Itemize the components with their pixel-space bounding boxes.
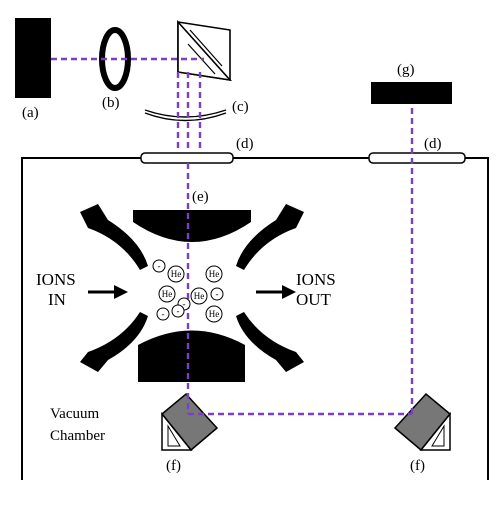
helium-atom: He (167, 265, 185, 283)
electron: - (152, 259, 166, 273)
window-d-left (140, 152, 234, 164)
source-block-a (15, 18, 51, 98)
chamber-label-line2: Chamber (50, 428, 105, 444)
particles: He He He He He - - - (152, 259, 224, 323)
window-d-right (368, 152, 466, 164)
ions-in-label-line1: IONS (36, 270, 76, 289)
ions-in-arrow (88, 285, 128, 299)
helium-label: He (171, 269, 182, 279)
label-b: (b) (102, 95, 120, 111)
vacuum-chamber-wall (21, 157, 489, 480)
label-e: (e) (192, 189, 209, 205)
lens-c (144, 109, 227, 122)
laser-beam-paths (51, 57, 414, 416)
electron: - (156, 307, 170, 321)
electron: - (171, 304, 185, 318)
helium-label: He (209, 309, 220, 319)
electron-label: - (162, 309, 165, 319)
electron: - (210, 287, 224, 301)
ion-trap (80, 204, 304, 382)
label-c: (c) (232, 99, 249, 115)
detector-block-g (371, 82, 452, 104)
ions-in-label-line2: IN (48, 290, 66, 309)
mirror-f-right (393, 392, 452, 452)
label-a: (a) (22, 105, 39, 121)
electron-label: - (216, 289, 219, 299)
ions-out-arrow (256, 285, 296, 299)
helium-atom: He (158, 285, 176, 303)
label-g: (g) (397, 62, 415, 78)
electron-label: - (158, 261, 161, 271)
helium-atom: He (205, 265, 223, 283)
helium-label: He (194, 291, 205, 301)
helium-label: He (162, 289, 173, 299)
helium-atom: He (190, 287, 208, 305)
label-f-right: (f) (410, 458, 425, 474)
ions-out-label-line1: IONS (296, 270, 336, 289)
label-d-right: (d) (424, 136, 442, 152)
top-prism (177, 19, 233, 82)
label-f-left: (f) (166, 458, 181, 474)
electron-label: - (177, 306, 180, 316)
electron-label: - (183, 299, 186, 309)
chamber-label-line1: Vacuum (50, 406, 99, 422)
helium-label: He (209, 269, 220, 279)
helium-atom: He (205, 305, 223, 323)
mirror-f-left (160, 392, 219, 452)
ions-out-label-line2: OUT (296, 290, 332, 309)
label-d-left: (d) (236, 136, 254, 152)
